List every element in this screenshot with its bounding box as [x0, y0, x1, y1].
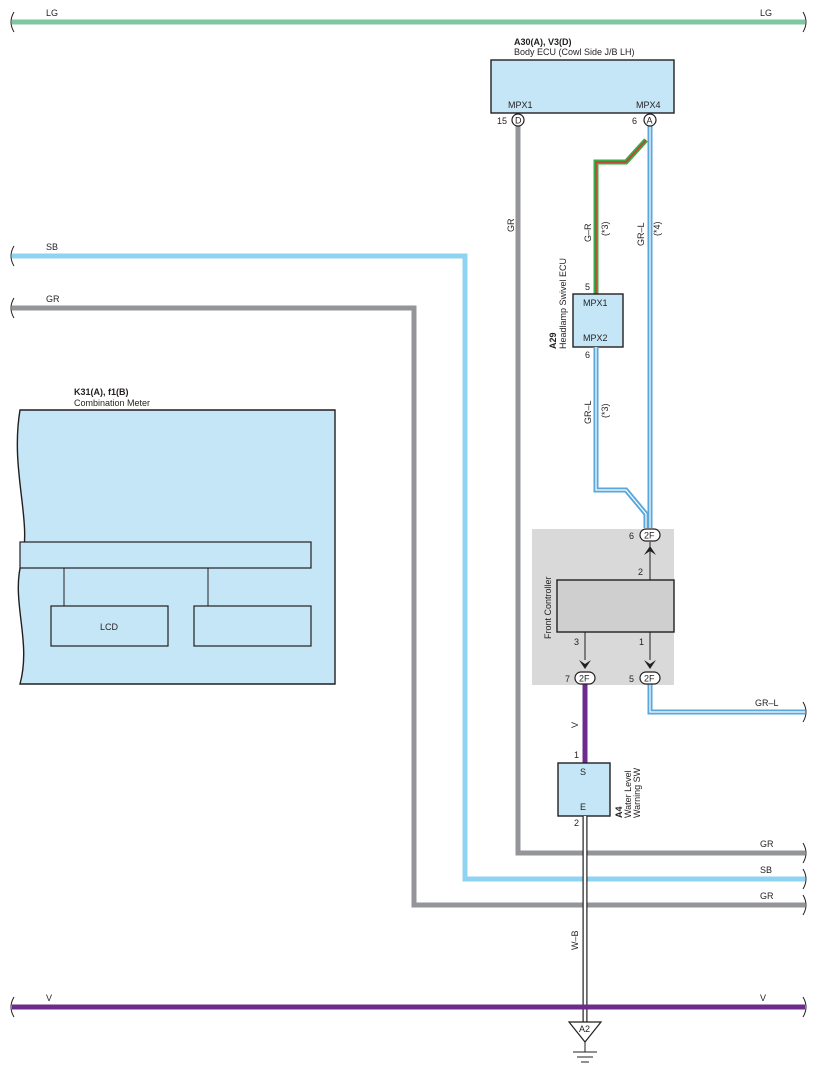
body-ecu-name: Body ECU (Cowl Side J/B LH) [514, 47, 635, 57]
wire-label-gr-l-right: GR–L [755, 698, 779, 708]
headlamp-ecu-pin6: 6 [585, 350, 590, 360]
wire-label-g-r: G–R [583, 223, 593, 242]
connector-2f-right-label: 2F [644, 674, 655, 684]
wire-g-r-stripe [595, 139, 647, 296]
wire-label-lg-left: LG [46, 8, 58, 18]
connector-2f-left-label: 2F [579, 674, 590, 684]
connector-a-label: A [647, 116, 653, 126]
wire-label-v-left: V [46, 993, 52, 1003]
water-sw-pin2: 2 [574, 818, 579, 828]
wire-gr-l-headlamp-stripe [595, 347, 647, 528]
water-sw-code: A4 [614, 806, 624, 818]
body-ecu-pin15: 15 [497, 116, 507, 126]
wire-label-gr-vertical: GR [506, 218, 516, 232]
arrow-down-icon-right [644, 660, 656, 669]
connector-2f-top-icon [639, 528, 661, 542]
wire-break-right-icon [802, 11, 807, 33]
wire-note3-lower: (*3) [600, 403, 610, 418]
lcd-block [50, 605, 169, 647]
wire-g-r [593, 138, 648, 296]
combination-meter-code: K31(A), f1(B) [74, 387, 129, 397]
water-sw-s: S [580, 767, 586, 777]
front-controller-name: Front Controller [543, 576, 553, 639]
wire-label-lg-right: LG [760, 8, 772, 18]
fc-pin5: 5 [629, 674, 634, 684]
fc-pin6: 6 [629, 531, 634, 541]
water-sw-name-1: Water Level [623, 770, 633, 818]
fc-pin1: 1 [639, 637, 644, 647]
wire-break-sb-left-icon [10, 245, 15, 267]
arrow-down-icon-left [579, 660, 591, 669]
body-ecu-pin6: 6 [632, 116, 637, 126]
wire-break-gr-left-icon [10, 297, 15, 319]
water-sw-pin1: 1 [574, 750, 579, 760]
body-ecu-mpx4: MPX4 [636, 100, 661, 110]
water-sw-e: E [580, 802, 586, 812]
body-ecu-mpx1: MPX1 [508, 100, 533, 110]
connector-2f-top-label: 2F [644, 531, 655, 541]
meter-sub-block [193, 605, 312, 647]
ground-code: A2 [579, 1024, 590, 1034]
connector-2f-left-icon [574, 671, 596, 685]
wire-note4: (*4) [652, 221, 662, 236]
wire-gr-l-headlamp [593, 347, 649, 528]
wire-label-gr-right-1: GR [760, 839, 774, 849]
wire-label-w-b: W–B [570, 930, 580, 950]
wire-break-gr2-right-icon [802, 894, 807, 916]
wire-break-left-icon [10, 11, 15, 33]
combination-meter-name: Combination Meter [74, 398, 150, 408]
headlamp-ecu-pin5: 5 [585, 282, 590, 292]
water-sw-box [557, 762, 611, 817]
water-sw-name-2: Warning SW [632, 767, 642, 818]
arrow-up-icon [644, 546, 656, 555]
headlamp-ecu-mpx1: MPX1 [583, 298, 608, 308]
wire-label-v-right: V [760, 993, 766, 1003]
connector-d-icon [511, 113, 525, 127]
wire-break-v-left-icon [10, 996, 15, 1018]
connector-d-label: D [515, 116, 522, 126]
wire-label-sb-right: SB [760, 865, 772, 875]
wire-label-gr-l-headlamp: GR–L [583, 400, 593, 424]
wire-label-gr-left: GR [46, 294, 60, 304]
wire-label-v-vertical: V [570, 722, 580, 728]
combination-meter-bus [19, 541, 312, 569]
connector-a-icon [643, 113, 657, 127]
ground-triangle-icon [567, 1021, 603, 1043]
wire-gr-l-right [647, 684, 805, 715]
fc-pin3: 3 [574, 637, 579, 647]
wire-break-sb-right-icon [802, 868, 807, 890]
headlamp-ecu-mpx2: MPX2 [583, 333, 608, 343]
wire-break-v-right-icon [802, 996, 807, 1018]
wire-gr-left [12, 305, 805, 908]
wire-break-gr-l-right-icon [802, 701, 807, 723]
wire-label-gr-right-2: GR [760, 891, 774, 901]
connector-2f-right-icon [639, 671, 661, 685]
wire-break-gr1-right-icon [802, 842, 807, 864]
wire-sb [12, 253, 805, 882]
lcd-label: LCD [100, 622, 119, 632]
wire-gr-l-right-stripe [649, 684, 805, 713]
front-controller-box [556, 579, 675, 633]
wire-label-gr-l-mpx4: GR–L [636, 222, 646, 246]
wire-note3-upper: (*3) [600, 221, 610, 236]
headlamp-ecu-name: Headlamp Swivel ECU [558, 258, 568, 349]
fc-pin7: 7 [565, 674, 570, 684]
wire-gr-mpx1 [515, 126, 805, 856]
body-ecu-box [490, 59, 675, 114]
fc-pin2: 2 [638, 567, 643, 577]
headlamp-ecu-code: A29 [548, 332, 558, 349]
wire-label-sb-left: SB [46, 242, 58, 252]
body-ecu-code: A30(A), V3(D) [514, 37, 572, 47]
